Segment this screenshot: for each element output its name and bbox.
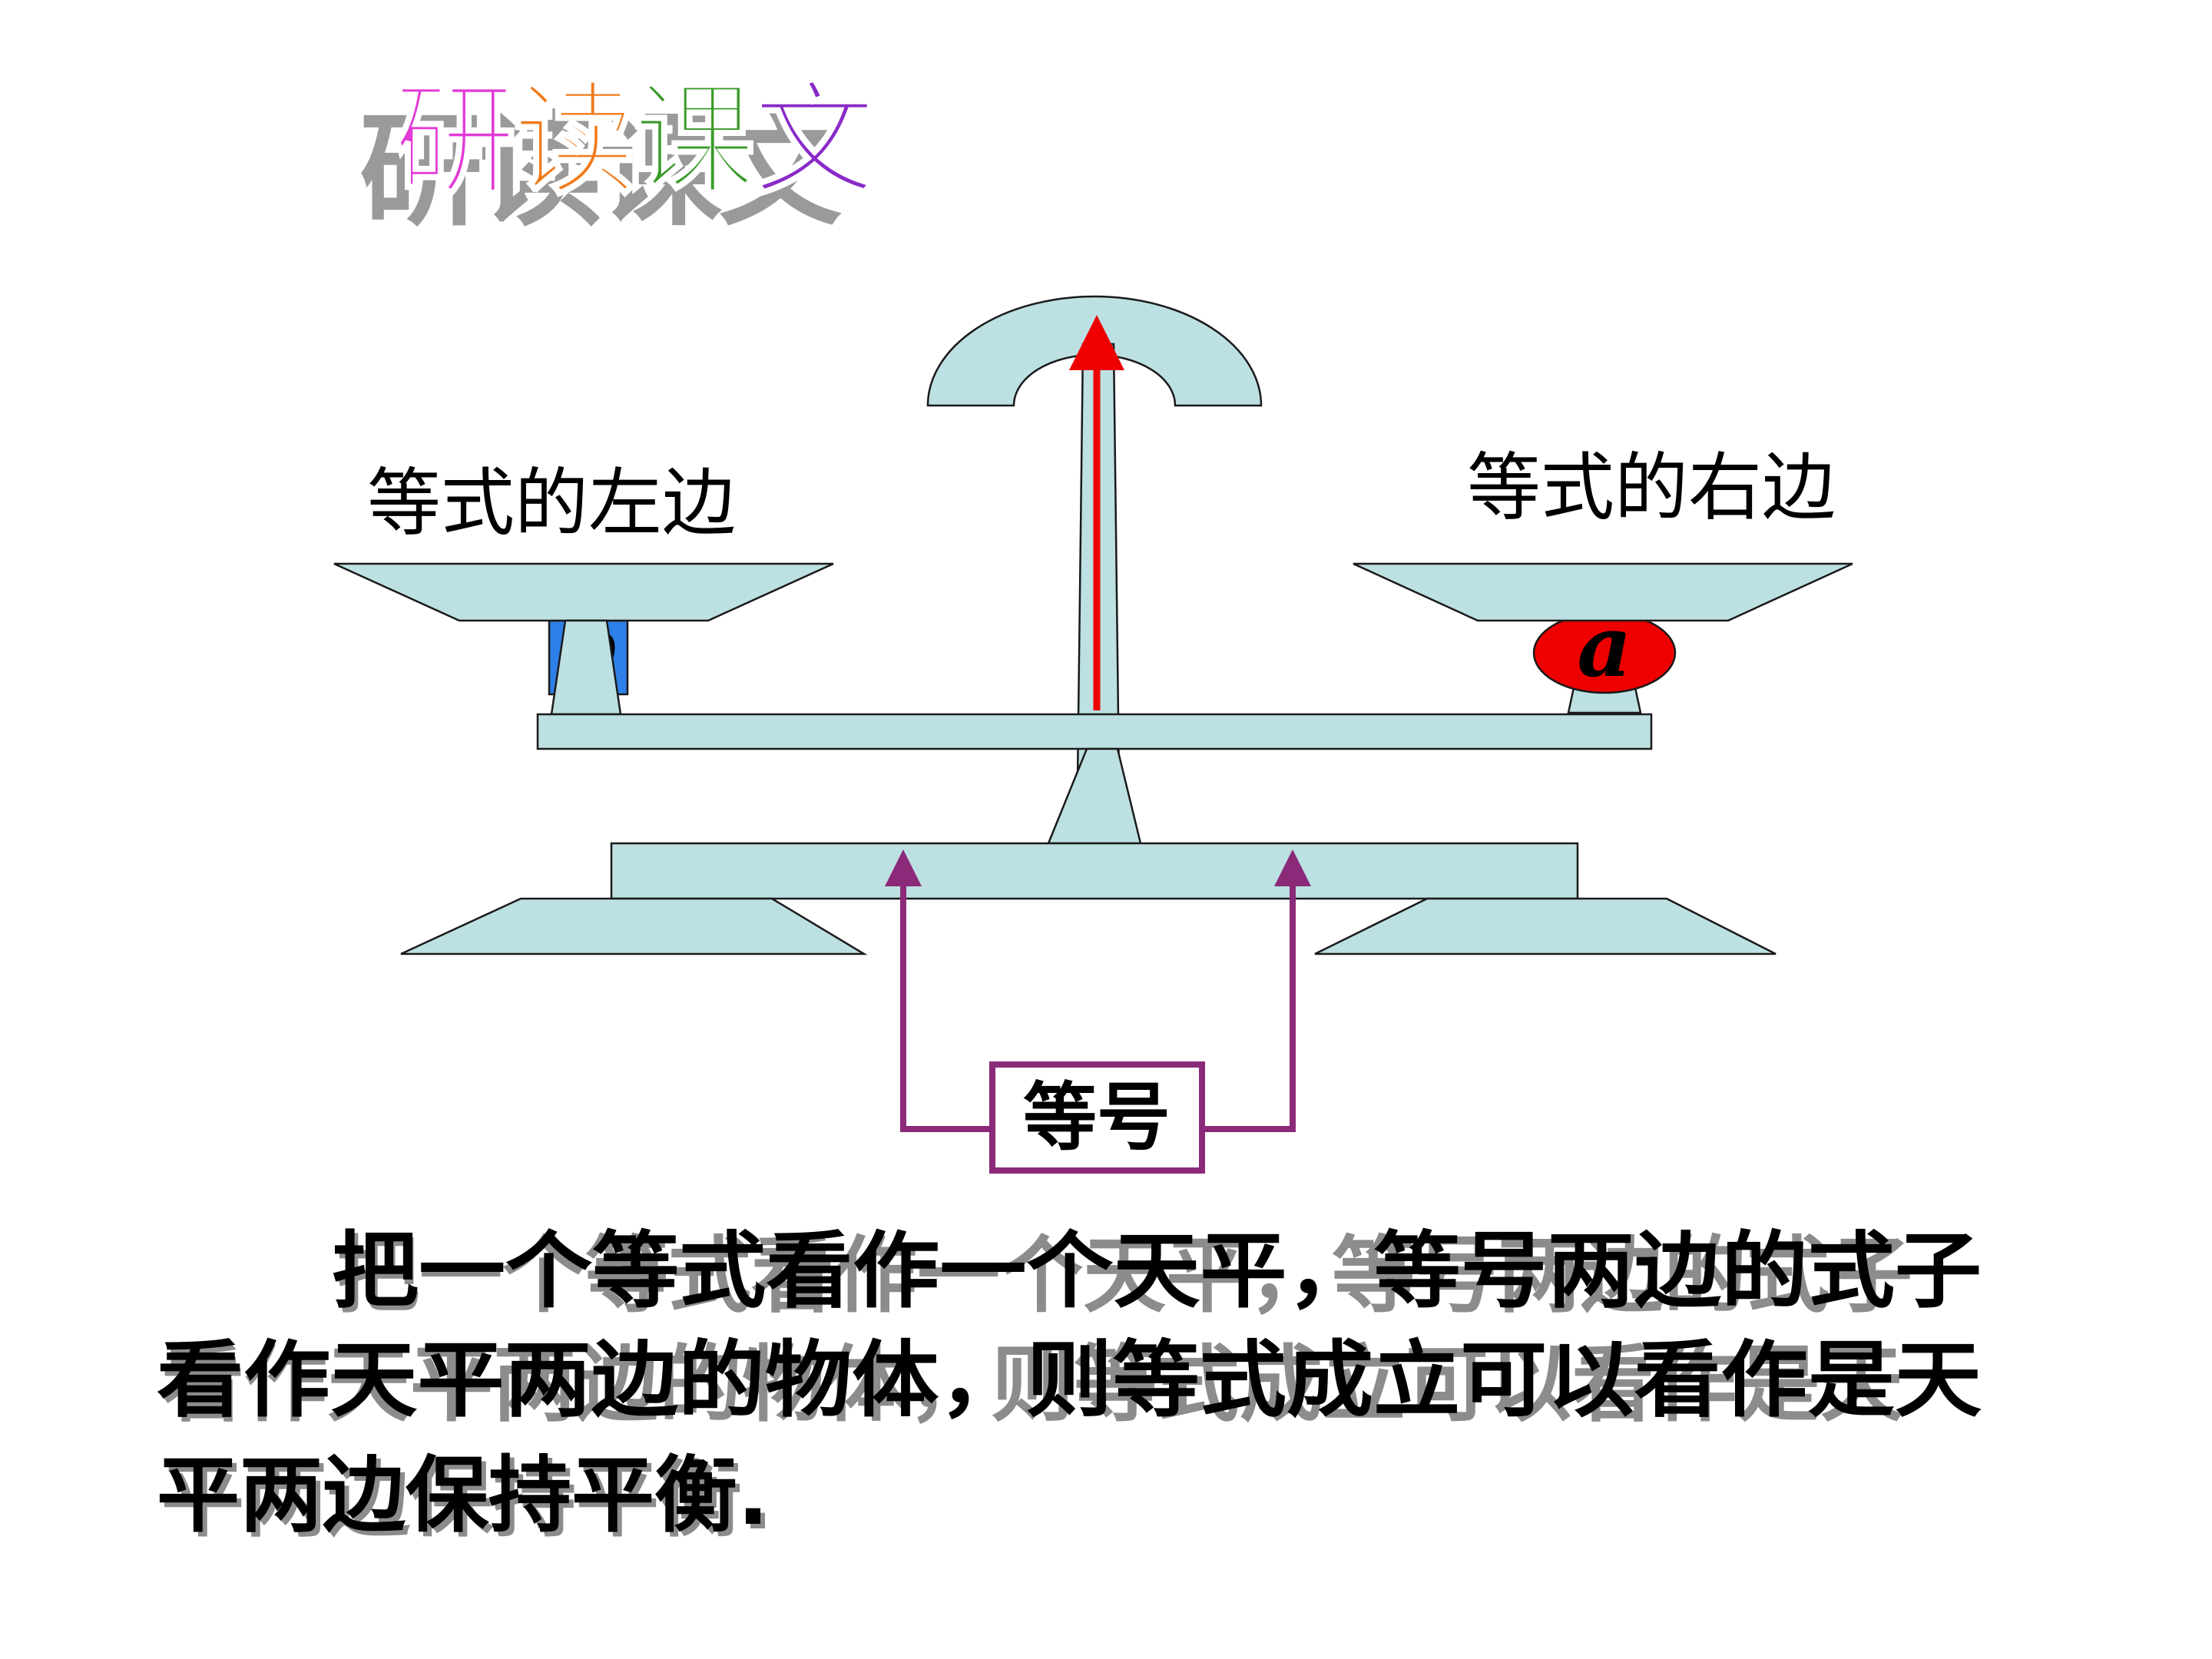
body-line-1-shadow: 把一个等式看作一个天平，等号两边的式子 xyxy=(336,1228,1912,1324)
scale-base xyxy=(610,842,1579,900)
body-line-1: 把一个等式看作一个天平，等号两边的式子 xyxy=(332,1224,1982,1320)
title-shadow-char: 研 xyxy=(359,98,482,243)
equal-sign-box xyxy=(989,1061,1205,1174)
connector-left-line xyxy=(885,849,992,1132)
equal-sign-label: 等号 xyxy=(1023,1075,1171,1161)
title-shadow-char: 课 xyxy=(599,98,723,243)
right-side-label: 等式的右边 xyxy=(1467,445,1836,531)
connector-right-line xyxy=(1202,849,1311,1132)
title-char: 研 xyxy=(393,68,516,212)
left-side-label: 等式的左边 xyxy=(367,460,736,546)
body-line-2-shadow: 看作天平两边的物体，则等式成立可以看作是天 xyxy=(161,1337,1903,1433)
scale-right-foot xyxy=(1314,897,1777,955)
body-line-3: 平两边保持平衡. xyxy=(157,1448,769,1544)
right-pan xyxy=(1353,562,1853,622)
title-char: 文 xyxy=(753,68,876,212)
body-line-3-shadow: 平两边保持平衡. xyxy=(161,1452,773,1548)
title-shadow-char: 读 xyxy=(479,98,602,243)
scale-left-foot xyxy=(400,897,868,955)
body-line-2: 看作天平两边的物体，则等式成立可以看作是天 xyxy=(157,1333,1982,1429)
equal-sign-connector xyxy=(885,849,1311,1174)
scale-fulcrum xyxy=(1047,747,1142,845)
title-char: 课 xyxy=(633,68,757,212)
balance-scale-diagram: b a xyxy=(333,295,1853,955)
title-shadow-char: 文 xyxy=(719,98,842,243)
left-pan xyxy=(333,562,834,622)
title-char: 读 xyxy=(513,68,636,212)
body-paragraph: 把一个等式看作一个天平，等号两边的式子 把一个等式看作一个天平，等号两边的式子 … xyxy=(157,1224,1982,1548)
scale-beam xyxy=(536,713,1653,750)
